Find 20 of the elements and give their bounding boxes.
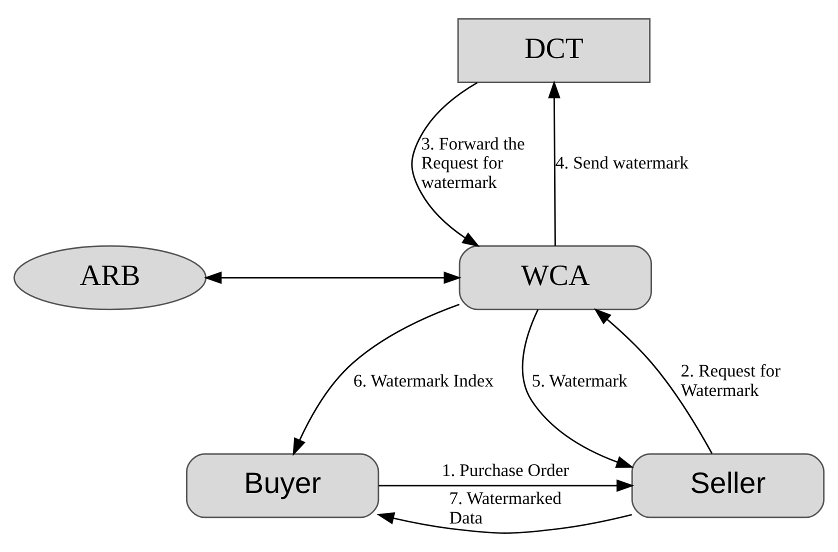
arrow (548, 80, 560, 246)
arrow (411, 82, 480, 248)
arrow (522, 309, 634, 468)
arrow (376, 512, 632, 534)
edge-label: 1. Purchase Order (442, 460, 570, 480)
edge-label: 5. Watermark (532, 370, 628, 390)
edge-label: 7. Watermarked Data (449, 488, 562, 528)
edge-label: 3. Forward the Request for watermark (421, 134, 525, 192)
node-box: Buyer (186, 453, 380, 518)
arrow (378, 479, 634, 492)
edge-label: 2. Request for Watermark (680, 360, 780, 400)
node-box: DCT (457, 18, 651, 84)
edge-label: 4. Send watermark (555, 152, 689, 173)
arrow (204, 272, 462, 284)
edge-label: 6. Watermark Index (353, 370, 494, 390)
arrow (594, 308, 713, 454)
arrow (292, 304, 460, 456)
node-box: WCA (458, 245, 652, 310)
node-box: Seller (631, 453, 825, 518)
node-ellipse: ARB (13, 245, 207, 310)
